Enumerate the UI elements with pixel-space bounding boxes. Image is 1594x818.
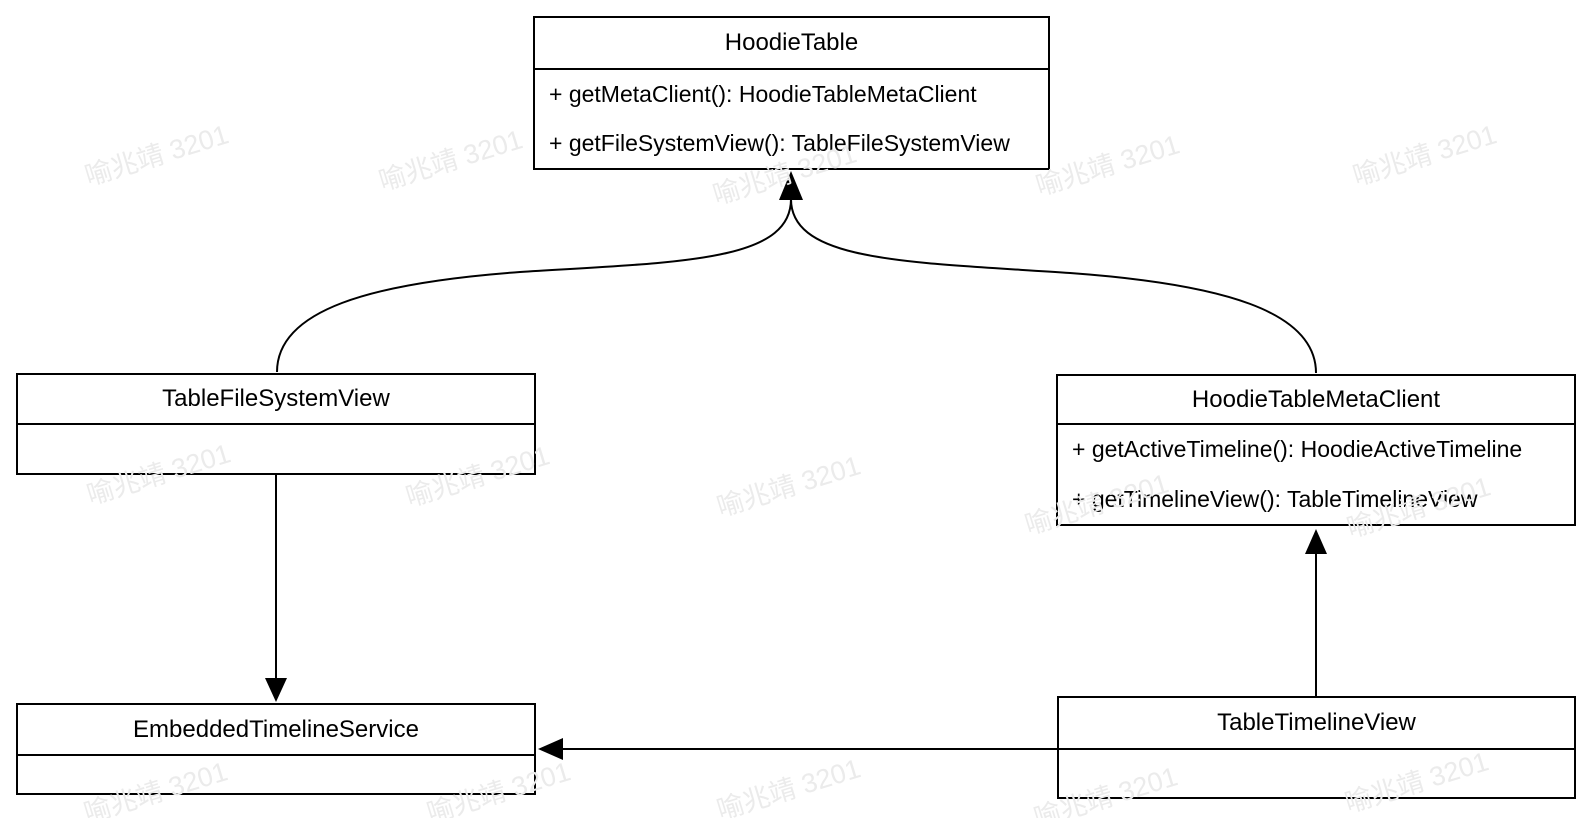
class-title-tablefilesystemview: TableFileSystemView [18,375,534,425]
class-box-embeddedtimelineservice: EmbeddedTimelineService [16,703,536,795]
arrowhead-left-embeddedtimelineservice [538,738,563,760]
class-title-hoodietable: HoodieTable [535,18,1048,70]
arrowhead-up-hoodietablemetaclient [1305,529,1327,554]
method-getmetaclient: + getMetaClient(): HoodieTableMetaClient [549,81,977,107]
class-body-hoodietable: + getMetaClient(): HoodieTableMetaClient… [535,70,1048,168]
class-box-tabletimelineview: TableTimelineView [1057,696,1576,799]
arrowhead-up-hoodietable [779,171,803,200]
class-title-embeddedtimelineservice: EmbeddedTimelineService [18,705,534,756]
arrowhead-down-embeddedtimelineservice [265,678,287,702]
class-body-hoodietablemetaclient: + getActiveTimeline(): HoodieActiveTimel… [1058,425,1574,524]
method-gettimelineview: + getTimelineView(): TableTimelineView [1072,485,1478,512]
method-getactivetimeline: + getActiveTimeline(): HoodieActiveTimel… [1072,436,1523,463]
class-body-tablefilesystemview [18,425,534,473]
connector-hoodietablemetaclient-to-hoodietable [790,198,1317,374]
method-getfilesystemview: + getFileSystemView(): TableFileSystemVi… [549,130,1010,156]
connector-tablefilesystemview-to-hoodietable [276,198,792,373]
class-box-tablefilesystemview: TableFileSystemView [16,373,536,475]
class-box-hoodietable: HoodieTable + getMetaClient(): HoodieTab… [533,16,1050,170]
class-box-hoodietablemetaclient: HoodieTableMetaClient + getActiveTimelin… [1056,374,1576,526]
class-body-tabletimelineview [1059,750,1574,797]
class-title-tabletimelineview: TableTimelineView [1059,698,1574,750]
class-body-embeddedtimelineservice [18,756,534,793]
class-title-hoodietablemetaclient: HoodieTableMetaClient [1058,376,1574,425]
